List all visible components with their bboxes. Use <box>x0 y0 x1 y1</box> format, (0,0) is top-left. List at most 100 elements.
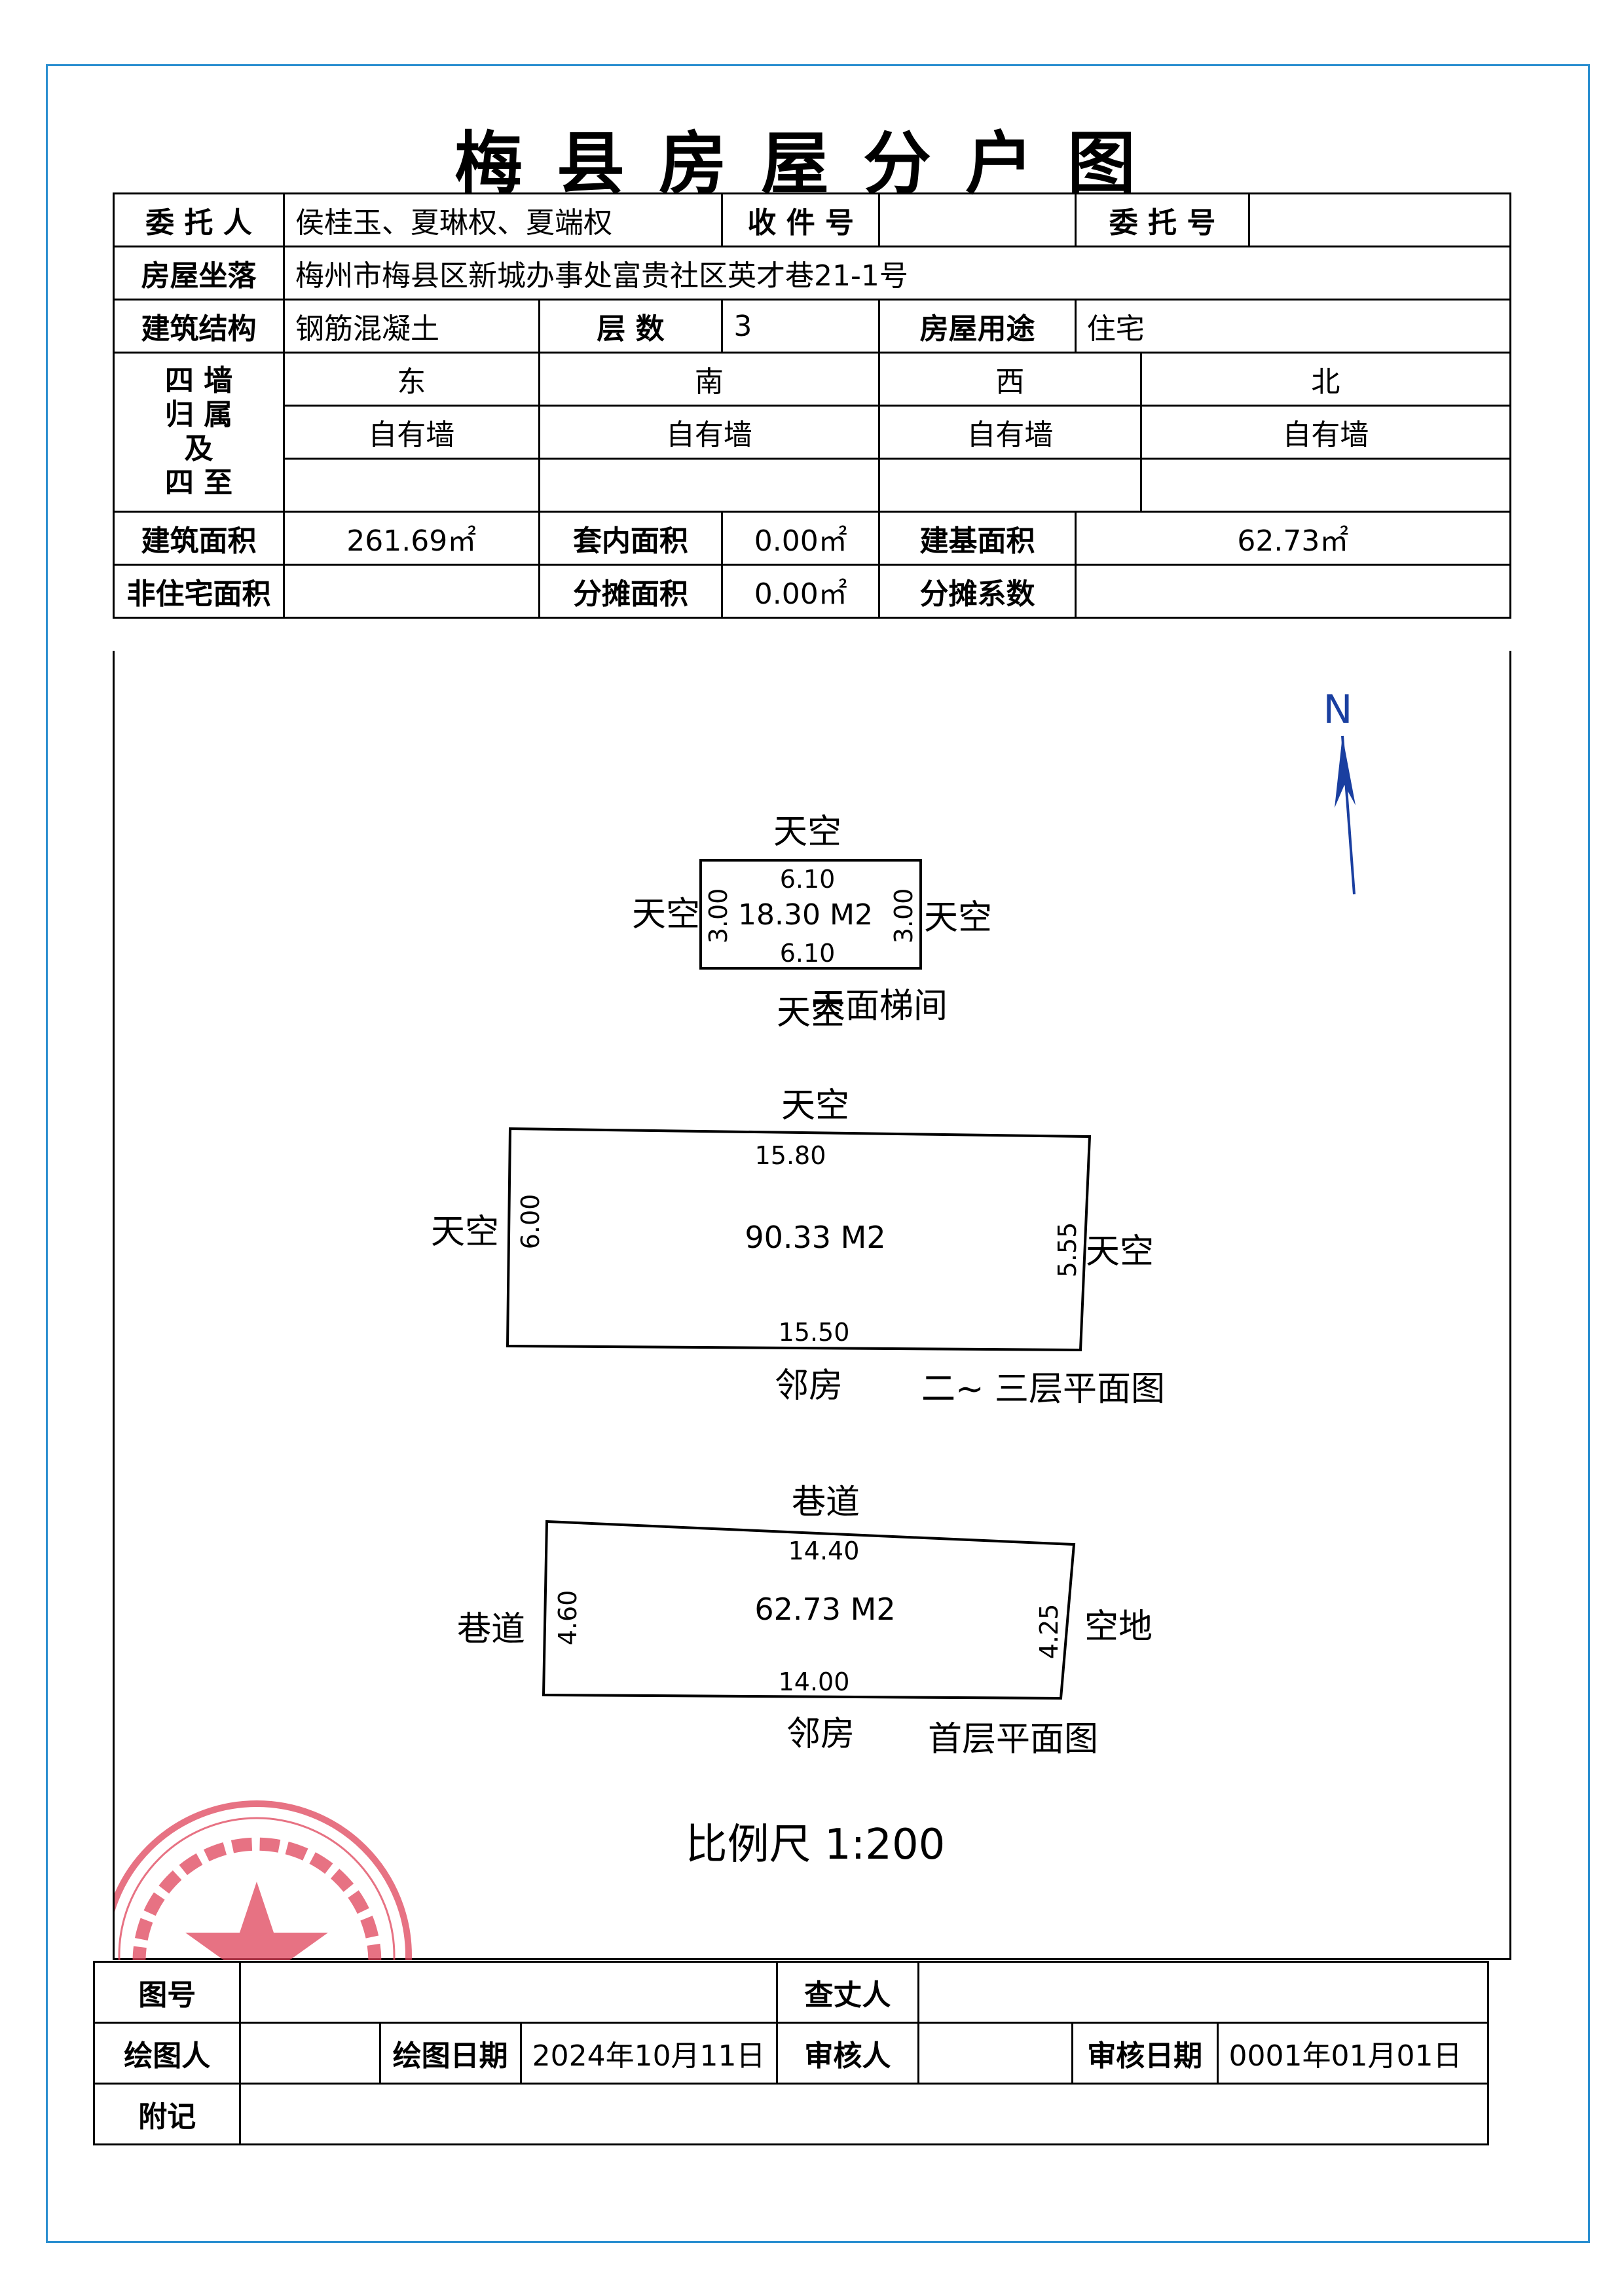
base-area-label: 建基面积 <box>878 511 1077 566</box>
review-date-label: 审核日期 <box>1071 2022 1219 2085</box>
empty-cell <box>1139 458 1512 513</box>
location-value: 梅州市梅县区新城办事处富贵社区英才巷21-1号 <box>282 246 1512 301</box>
north-label: N <box>1323 687 1353 733</box>
ownership-east: 自有墙 <box>282 405 540 460</box>
ownership-south: 自有墙 <box>538 405 881 460</box>
review-date-value: 0001年01月01日 <box>1216 2022 1490 2085</box>
drawing-no-value <box>239 1961 778 2024</box>
ground-caption: 首层平面图 <box>928 1720 1098 1759</box>
roof-right-label: 天空 <box>924 898 992 938</box>
property-info-table: 委 托 人 侯桂玉、夏琳权、夏端权 收 件 号 委 托 号 房屋坐落 梅州市梅县… <box>113 192 1512 619</box>
empty-cell <box>878 458 1142 513</box>
notes-label: 附记 <box>92 2083 242 2145</box>
ground-left-dim: 4.60 <box>553 1590 582 1646</box>
building-area-label: 建筑面积 <box>113 511 285 566</box>
ground-floor-plan: 巷道 巷道 空地 邻房 首层平面图 14.40 14.00 4.60 4.25 … <box>457 1483 1153 1759</box>
entrust-no-label: 委 托 号 <box>1074 192 1251 247</box>
empty-cell <box>538 458 881 513</box>
walls-label-line: 四 墙 <box>164 364 233 397</box>
drafter-label: 绘图人 <box>92 2022 242 2085</box>
inspector-label: 查丈人 <box>775 1961 920 2024</box>
ground-floor-outline <box>542 1520 1076 1700</box>
upper-caption: 二~ 三层平面图 <box>921 1370 1165 1409</box>
direction-east: 东 <box>282 352 540 407</box>
row-areas: 建筑面积 261.69㎡ 套内面积 0.00㎡ 建基面积 62.73㎡ <box>113 511 1512 566</box>
ownership-north: 自有墙 <box>1139 405 1512 460</box>
roof-left-label: 天空 <box>632 895 700 934</box>
walls-label: 四 墙 归 属 及 四 至 <box>113 352 285 513</box>
roof-left-dim: 3.00 <box>704 888 733 944</box>
row-structure: 建筑结构 钢筋混凝土 层 数 3 房屋用途 住宅 <box>113 299 1512 354</box>
drafter-value <box>239 2022 381 2085</box>
shared-area-label: 分摊面积 <box>538 564 724 619</box>
floor-plan-svg: N 天空 天空 天空 天空 天面梯间 6.10 6.10 3.00 3.00 1… <box>101 687 1356 2111</box>
inner-area-label: 套内面积 <box>538 511 724 566</box>
roof-top-dim: 6.10 <box>780 865 836 894</box>
roof-bottom-label: 天空 <box>777 993 845 1032</box>
base-area-value: 62.73㎡ <box>1074 511 1512 566</box>
empty-cell <box>282 458 540 513</box>
notes-value <box>239 2083 1489 2145</box>
row-entrust: 委 托 人 侯桂玉、夏琳权、夏端权 收 件 号 委 托 号 <box>113 192 1511 247</box>
upper-bottom-dim: 15.50 <box>779 1318 850 1347</box>
ground-left-label: 巷道 <box>457 1610 525 1649</box>
signature-table: 图号 查丈人 绘图人 绘图日期 2024年10月11日 审核人 审核日期 000… <box>92 1961 1490 2145</box>
ownership-west: 自有墙 <box>878 405 1142 460</box>
floor-plan-area: N 天空 天空 天空 天空 天面梯间 6.10 6.10 3.00 3.00 1… <box>101 651 1511 2111</box>
shared-coef-value <box>1074 564 1512 619</box>
north-arrow-icon <box>1335 735 1356 895</box>
roof-outline <box>699 859 922 970</box>
receipt-no-label: 收 件 号 <box>721 192 881 247</box>
roof-top-label: 天空 <box>773 812 841 852</box>
upper-top-label: 天空 <box>781 1086 849 1125</box>
ground-top-dim: 14.40 <box>788 1537 860 1565</box>
entrust-person-value: 侯桂玉、夏琳权、夏端权 <box>282 192 724 247</box>
page-border <box>46 64 1590 2243</box>
inner-area-value: 0.00㎡ <box>721 511 881 566</box>
row-drafter: 绘图人 绘图日期 2024年10月11日 审核人 审核日期 0001年01月01… <box>92 2022 1490 2085</box>
usage-value: 住宅 <box>1074 299 1512 354</box>
ground-bottom-label: 邻房 <box>786 1715 855 1754</box>
reviewer-label: 审核人 <box>775 2022 920 2085</box>
ground-area: 62.73 M2 <box>754 1592 895 1627</box>
upper-left-label: 天空 <box>431 1212 499 1252</box>
upper-area: 90.33 M2 <box>745 1220 885 1255</box>
row-walls-ownership: 自有墙 自有墙 自有墙 自有墙 <box>114 405 1512 460</box>
ground-top-label: 巷道 <box>792 1483 860 1522</box>
row-location: 房屋坐落 梅州市梅县区新城办事处富贵社区英才巷21-1号 <box>113 246 1512 301</box>
location-label: 房屋坐落 <box>113 246 285 301</box>
entrust-person-label: 委 托 人 <box>113 192 285 247</box>
document-title: 梅县房屋分户图 <box>454 123 1170 204</box>
drawing-no-label: 图号 <box>92 1961 242 2024</box>
upper-left-dim: 6.00 <box>516 1194 545 1250</box>
inspector-value <box>917 1961 1489 2024</box>
non-residential-label: 非住宅面积 <box>113 564 285 619</box>
ground-right-label: 空地 <box>1084 1607 1153 1647</box>
walls-label-line: 及 <box>184 432 213 465</box>
receipt-no-value <box>878 192 1077 247</box>
upper-floor-outline <box>506 1127 1092 1352</box>
walls-label-line: 四 至 <box>164 466 233 500</box>
direction-north: 北 <box>1139 352 1512 407</box>
direction-south: 南 <box>538 352 881 407</box>
ground-right-dim: 4.25 <box>1035 1604 1063 1660</box>
upper-right-label: 天空 <box>1086 1232 1154 1271</box>
row-notes: 附记 <box>92 2083 1489 2145</box>
floors-value: 3 <box>721 299 881 354</box>
upper-right-dim: 5.55 <box>1053 1222 1082 1278</box>
structure-value: 钢筋混凝土 <box>282 299 540 354</box>
shared-coef-label: 分摊系数 <box>878 564 1077 619</box>
walls-label-line: 归 属 <box>164 398 233 431</box>
roof-stair-label: 天面梯间 <box>811 987 948 1026</box>
entrust-no-value <box>1248 192 1511 247</box>
row-shared: 非住宅面积 分摊面积 0.00㎡ 分摊系数 <box>113 564 1512 619</box>
ground-bottom-dim: 14.00 <box>779 1667 850 1696</box>
structure-label: 建筑结构 <box>113 299 285 354</box>
upper-bottom-label: 邻房 <box>775 1366 843 1406</box>
draw-date-label: 绘图日期 <box>378 2022 522 2085</box>
reviewer-value <box>917 2022 1073 2085</box>
draw-date-value: 2024年10月11日 <box>519 2022 778 2085</box>
row-drawing-no: 图号 查丈人 <box>92 1961 1489 2024</box>
shared-area-value: 0.00㎡ <box>721 564 881 619</box>
roof-bottom-dim: 6.10 <box>780 939 836 968</box>
